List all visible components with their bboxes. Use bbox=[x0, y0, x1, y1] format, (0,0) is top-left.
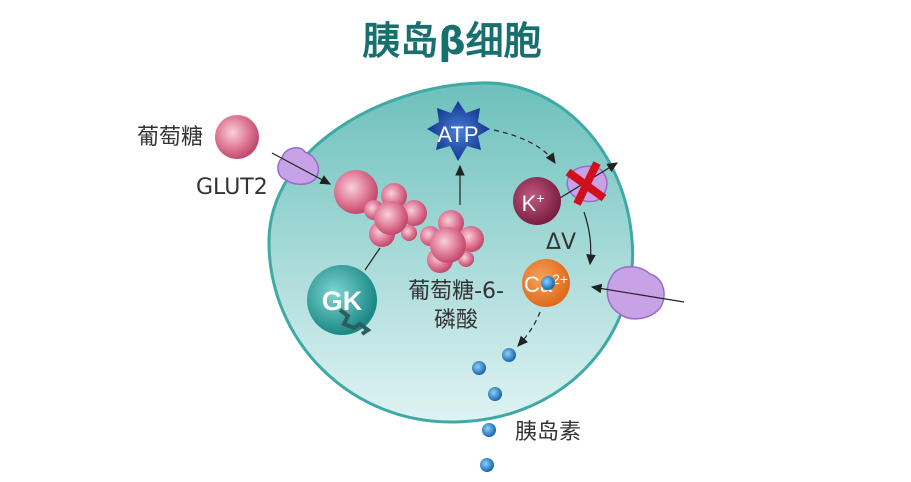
blocked-x-icon bbox=[565, 161, 607, 206]
insulin-granules bbox=[472, 348, 516, 472]
g6p-label-line1: 葡萄糖-6- bbox=[408, 279, 504, 304]
gk-structure-icon bbox=[338, 308, 372, 336]
ca-channel-icon bbox=[606, 266, 665, 320]
delta-v-label: ΔV bbox=[546, 230, 576, 255]
glut2-label: GLUT2 bbox=[196, 175, 268, 200]
atp-star-icon bbox=[427, 101, 490, 161]
atp-label: ATP bbox=[437, 122, 478, 147]
insulin-granule bbox=[541, 276, 555, 290]
glut2-transporter-icon bbox=[277, 147, 320, 185]
gk-enzyme bbox=[307, 265, 377, 335]
g6p-label-line2: 磷酸 bbox=[434, 308, 478, 333]
k-label: K+ bbox=[522, 190, 545, 216]
ca-label: Ca2+ bbox=[524, 271, 568, 297]
potassium-ion bbox=[513, 177, 561, 225]
glucose-molecule bbox=[215, 115, 259, 159]
diagram-title: 胰岛β细胞 bbox=[362, 19, 541, 63]
gk-label: GK bbox=[322, 286, 363, 316]
glucose-6-phosphate-cluster bbox=[420, 210, 484, 273]
glucose-label: 葡萄糖 bbox=[137, 125, 203, 150]
insulin-label: 胰岛素 bbox=[515, 420, 581, 445]
glucose-cluster bbox=[334, 170, 427, 247]
